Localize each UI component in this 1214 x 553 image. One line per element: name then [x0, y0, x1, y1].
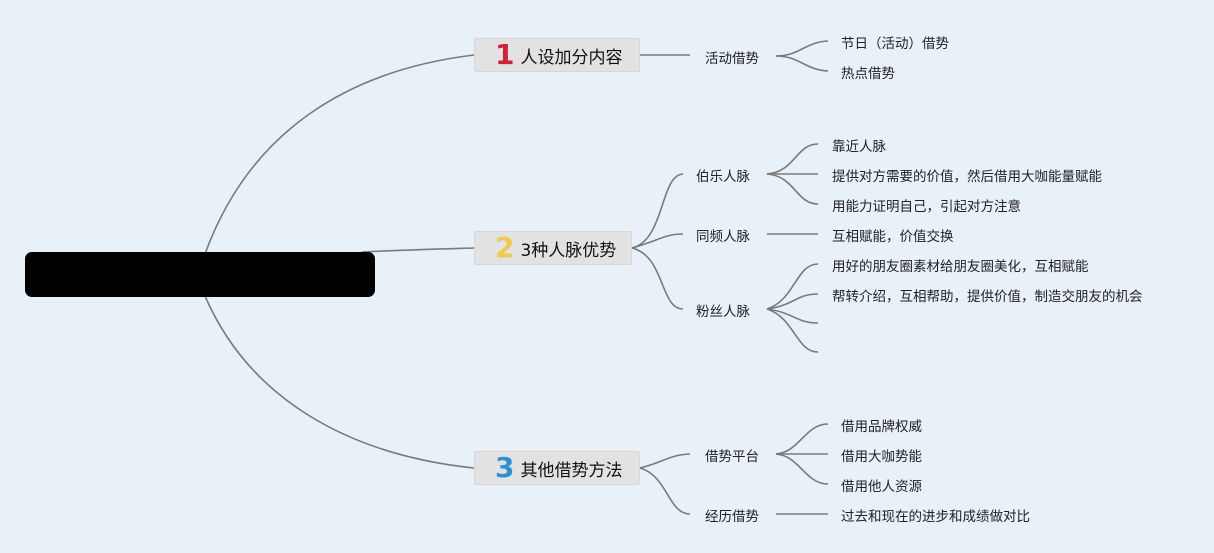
leaf-3-1-2[interactable]: 借用大咖势能 [841, 449, 922, 465]
subtopic-3-1[interactable]: 借势平台 [705, 449, 759, 465]
subtopic-2-2[interactable]: 同频人脉 [696, 229, 750, 245]
connector-10 [775, 423, 829, 455]
connector-7 [766, 293, 819, 310]
leaf-3-1-3[interactable]: 借用他人资源 [841, 479, 922, 495]
connector-root-topic-1 [204, 54, 475, 255]
leaf-1-1-2[interactable]: 热点借势 [841, 66, 895, 82]
subtopic-2-3[interactable]: 粉丝人脉 [696, 304, 750, 320]
topic-number-3: 3 [495, 451, 515, 484]
connector-topic2-sub3 [631, 247, 684, 310]
leaf-2-1-1[interactable]: 靠近人脉 [832, 139, 886, 155]
connector-topic2-sub1 [631, 173, 684, 249]
leaf-3-2-1[interactable]: 过去和现在的进步和成绩做对比 [841, 509, 1030, 525]
connector-topic3-sub2 [639, 467, 691, 515]
topic-node-3[interactable]: 3 其他借势方法 [474, 451, 640, 485]
leaf-3-1-1[interactable]: 借用品牌权威 [841, 419, 922, 435]
subtopic-2-1[interactable]: 伯乐人脉 [696, 169, 750, 185]
connector-root-topic-3 [204, 295, 475, 469]
connector-topic3-sub1 [639, 453, 691, 469]
connector-topic2-sub2 [631, 233, 684, 249]
connector-12 [775, 453, 829, 485]
connector-4 [766, 173, 819, 205]
leaf-2-3-1[interactable]: 用好的朋友圈素材给朋友圈美化，互相赋能 [832, 259, 1089, 275]
leaf-2-1-2[interactable]: 提供对方需要的价值，然后借用大咖能量赋能 [832, 169, 1102, 185]
connector-2 [766, 143, 819, 175]
topic-node-1[interactable]: 1 人设加分内容 [474, 38, 640, 72]
topic-label-3: 其他借势方法 [520, 460, 623, 481]
connector-9 [766, 308, 819, 353]
topic-node-2[interactable]: 2 3种人脉优势 [474, 231, 632, 265]
leaf-2-2-1[interactable]: 互相赋能，价值交换 [832, 229, 954, 245]
connector-root-topic-2 [361, 247, 475, 253]
topic-number-1: 1 [495, 38, 515, 71]
topic-label-1: 人设加分内容 [520, 47, 623, 68]
leaf-2-1-3[interactable]: 用能力证明自己，引起对方注意 [832, 199, 1021, 215]
leaf-2-3-2[interactable]: 帮转介绍，互相帮助，提供价值，制造交朋友的机会 [832, 289, 1143, 305]
topic-label-2: 3种人脉优势 [520, 240, 617, 261]
connector-0 [775, 40, 829, 57]
subtopic-1-1[interactable]: 活动借势 [705, 51, 759, 67]
connector-1 [775, 55, 829, 72]
leaf-1-1-1[interactable]: 节日（活动）借势 [841, 36, 949, 52]
connector-8 [766, 308, 819, 324]
subtopic-3-2[interactable]: 经历借势 [705, 509, 759, 525]
connector-6 [766, 263, 819, 310]
topic-number-2: 2 [495, 231, 515, 264]
root-node-redacted[interactable] [25, 252, 375, 297]
